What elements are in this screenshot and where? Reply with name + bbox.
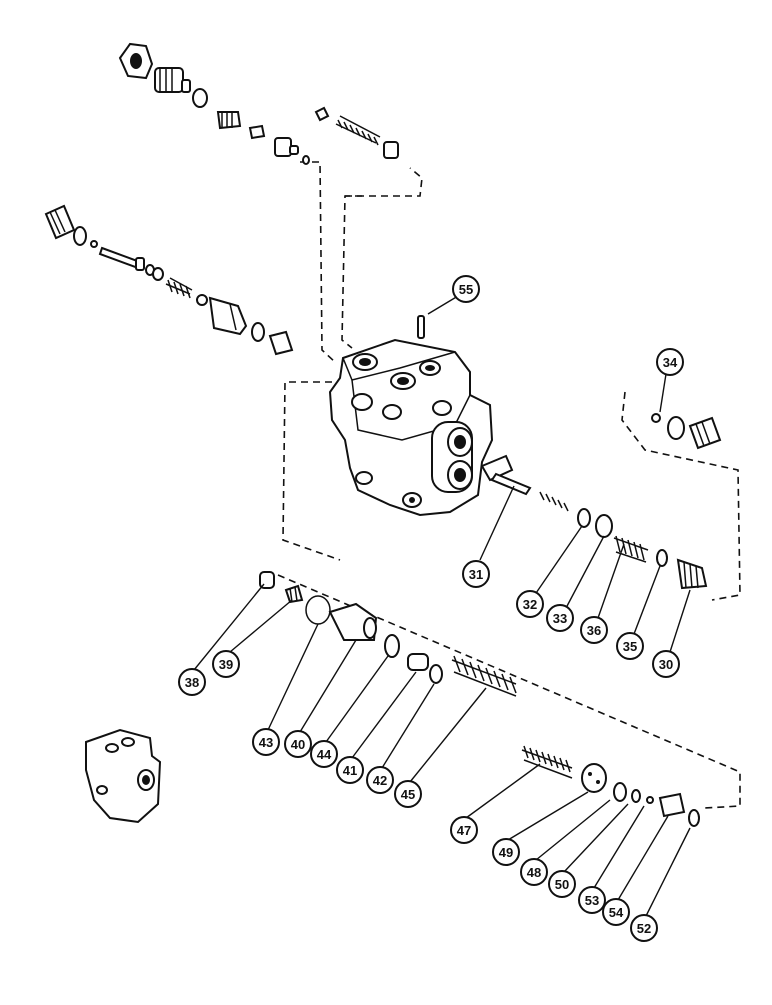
- callout-label: 34: [663, 355, 678, 370]
- assembly-guide-lines: [277, 161, 741, 809]
- callout-label: 48: [527, 865, 541, 880]
- callout-39: 39: [212, 650, 240, 678]
- callout-label: 40: [291, 737, 305, 752]
- callout-43: 43: [252, 728, 280, 756]
- callout-label: 53: [585, 893, 599, 908]
- callout-53: 53: [578, 886, 606, 914]
- callout-label: 55: [459, 282, 473, 297]
- top-spring-parts: [314, 106, 399, 159]
- callout-30: 30: [652, 650, 680, 678]
- callout-label: 41: [343, 763, 357, 778]
- callout-label: 32: [523, 597, 537, 612]
- callout-48: 48: [520, 858, 548, 886]
- callout-41: 41: [336, 756, 364, 784]
- callout-54: 54: [602, 898, 630, 926]
- right-relief-parts: [480, 454, 708, 590]
- callout-label: 36: [587, 623, 601, 638]
- lower-relief-parts: [259, 571, 700, 827]
- callout-35: 35: [616, 632, 644, 660]
- callout-label: 47: [457, 823, 471, 838]
- callout-31: 31: [462, 560, 490, 588]
- valve-locator-thumbnail: [85, 728, 162, 824]
- callout-label: 52: [637, 921, 651, 936]
- upper-right-parts: [651, 413, 722, 450]
- callout-55: 55: [452, 275, 480, 303]
- callout-label: 38: [185, 675, 199, 690]
- callout-33: 33: [546, 604, 574, 632]
- callout-label: 39: [219, 657, 233, 672]
- callout-45: 45: [394, 780, 422, 808]
- callout-label: 49: [499, 845, 513, 860]
- callout-label: 44: [317, 747, 332, 762]
- callout-52: 52: [630, 914, 658, 942]
- callout-40: 40: [284, 730, 312, 758]
- callout-label: 33: [553, 611, 567, 626]
- spool-assembly-parts: [44, 204, 294, 356]
- valve-body: [328, 338, 494, 517]
- callout-38: 38: [178, 668, 206, 696]
- callout-34: 34: [656, 348, 684, 376]
- callout-label: 54: [609, 905, 624, 920]
- callout-label: 50: [555, 877, 569, 892]
- pin-part-55: [417, 315, 425, 339]
- callout-50: 50: [548, 870, 576, 898]
- callout-label: 42: [373, 773, 387, 788]
- callout-42: 42: [366, 766, 394, 794]
- callout-44: 44: [310, 740, 338, 768]
- callout-label: 35: [623, 639, 637, 654]
- callout-32: 32: [516, 590, 544, 618]
- callout-49: 49: [492, 838, 520, 866]
- callout-label: 43: [259, 735, 273, 750]
- callout-47: 47: [450, 816, 478, 844]
- callout-label: 45: [401, 787, 415, 802]
- leader-lines: [193, 295, 691, 917]
- callout-36: 36: [580, 616, 608, 644]
- top-relief-parts: [118, 42, 310, 165]
- callout-label: 30: [659, 657, 673, 672]
- callout-label: 31: [469, 567, 483, 582]
